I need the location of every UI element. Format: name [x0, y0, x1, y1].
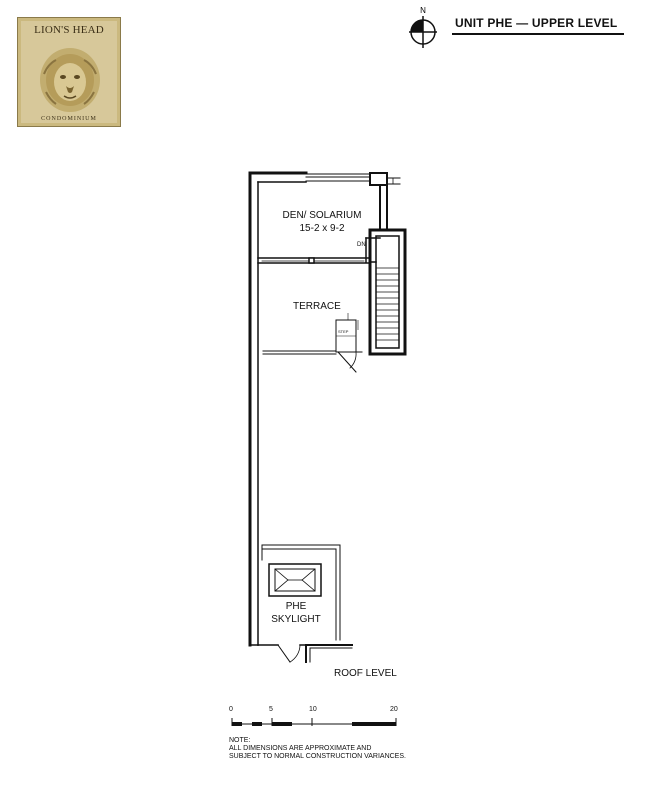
dimensions-note: NOTE: ALL DIMENSIONS ARE APPROXIMATE AND…	[229, 737, 429, 761]
title-underline	[452, 33, 624, 35]
north-compass-icon: N	[409, 6, 437, 48]
unit-title: UNIT PHE — UPPER LEVEL	[455, 16, 618, 30]
scale-tick-5: 5	[269, 706, 273, 713]
lion-head-icon	[40, 48, 100, 112]
skylight-label: PHE SKYLIGHT	[268, 600, 324, 626]
scale-tick-20: 20	[390, 706, 398, 713]
note-line-2: SUBJECT TO NORMAL CONSTRUCTION VARIANCES…	[229, 753, 406, 760]
north-label: N	[420, 6, 426, 15]
terrace-label: TERRACE	[293, 301, 341, 312]
roof-level-label: ROOF LEVEL	[334, 668, 397, 679]
logo-title: LION'S HEAD	[34, 24, 104, 36]
den-dimensions: 15-2 x 9-2	[299, 223, 345, 234]
skylight-name: PHE	[285, 601, 307, 612]
scale-bar: 0 5 10 20	[226, 706, 406, 732]
lions-head-logo: LION'S HEAD CONDOMINIUM	[17, 17, 121, 127]
den-solarium-label: DEN/ SOLARIUM 15-2 x 9-2	[280, 209, 364, 235]
scale-bar-graphic	[231, 718, 397, 726]
stair-dn-label: DN	[357, 242, 366, 248]
scale-tick-10: 10	[309, 706, 317, 713]
scale-tick-0: 0	[229, 706, 233, 713]
logo-subtitle: CONDOMINIUM	[41, 116, 97, 122]
note-line-1: ALL DIMENSIONS ARE APPROXIMATE AND	[229, 745, 372, 752]
note-heading: NOTE:	[229, 737, 251, 744]
skylight-name2: SKYLIGHT	[271, 614, 321, 625]
step-label: STEP	[338, 329, 349, 334]
den-name: DEN/ SOLARIUM	[282, 210, 362, 221]
